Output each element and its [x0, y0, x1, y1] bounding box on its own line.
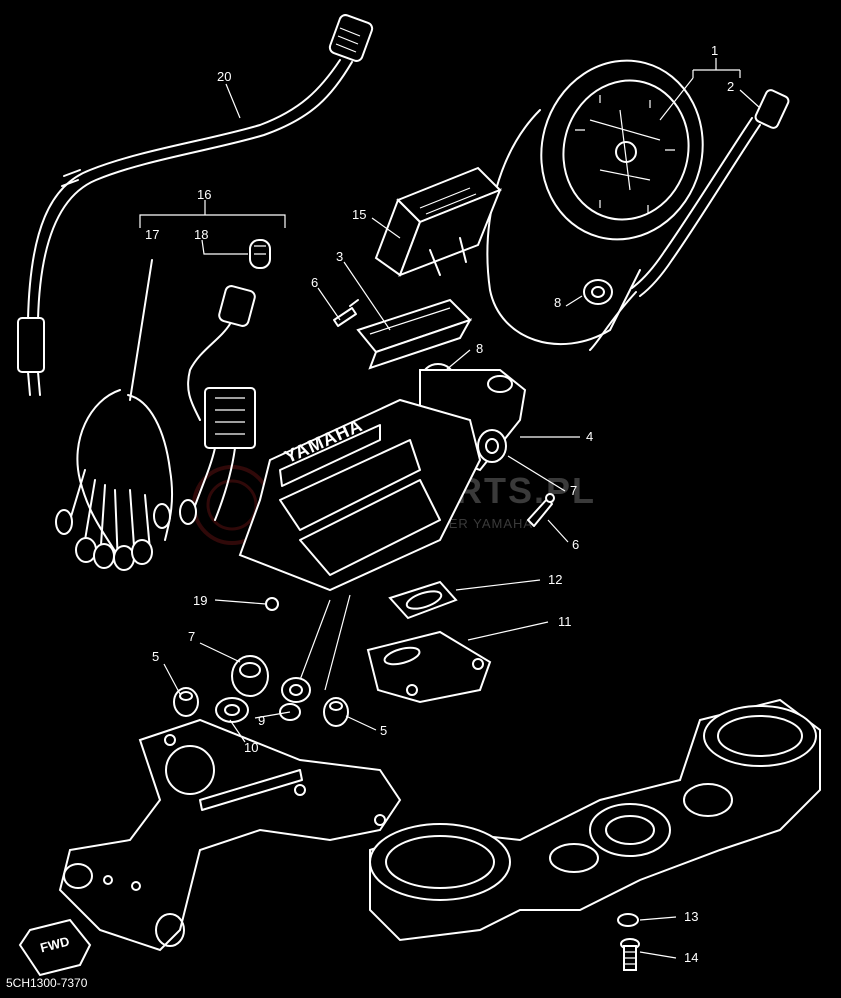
label-20: 20	[217, 69, 232, 84]
label-1: 1	[711, 43, 719, 58]
label-10: 10	[244, 740, 259, 755]
leader-lines	[163, 58, 761, 959]
washer-13	[617, 913, 639, 927]
label-3: 3	[336, 249, 344, 264]
lens-3	[356, 298, 473, 370]
speedometer-cable-20	[17, 14, 374, 396]
bushings	[173, 597, 349, 739]
upper-bracket	[369, 698, 821, 942]
speedo-cable-2	[589, 89, 790, 351]
label-12: 12	[548, 572, 563, 587]
socket-16	[187, 285, 256, 521]
indicator-panel-15	[374, 166, 502, 277]
label-7-right: 7	[570, 483, 578, 498]
meter-housing	[238, 398, 482, 691]
label-17: 17	[145, 227, 160, 242]
label-13: 13	[684, 909, 699, 924]
harness-17	[55, 259, 197, 571]
label-8-mid: 8	[476, 341, 484, 356]
label-9: 9	[258, 713, 266, 728]
label-11: 11	[558, 614, 572, 629]
label-19: 19	[193, 593, 208, 608]
label-6-right: 6	[572, 537, 580, 552]
label-6-top: 6	[311, 275, 319, 290]
label-2: 2	[727, 79, 735, 94]
bolt-14	[620, 938, 640, 971]
label-7-left: 7	[188, 629, 196, 644]
label-5-left: 5	[152, 649, 160, 664]
steering-bracket	[58, 718, 402, 952]
label-18: 18	[194, 227, 209, 242]
label-4: 4	[586, 429, 594, 444]
label-15: 15	[352, 207, 367, 222]
plate-11	[366, 630, 492, 704]
label-14: 14	[684, 950, 699, 965]
screws-6	[333, 299, 555, 527]
label-8-top: 8	[554, 295, 562, 310]
label-5-right: 5	[380, 723, 388, 738]
fwd-arrow-icon	[18, 918, 92, 977]
part-16-bracket	[139, 200, 286, 228]
speedometer-1	[486, 59, 704, 345]
diagram-code: 5CH1300-7370	[6, 976, 88, 990]
bulb-18	[249, 239, 271, 269]
label-16: 16	[197, 187, 212, 202]
grommet-12	[388, 580, 458, 620]
